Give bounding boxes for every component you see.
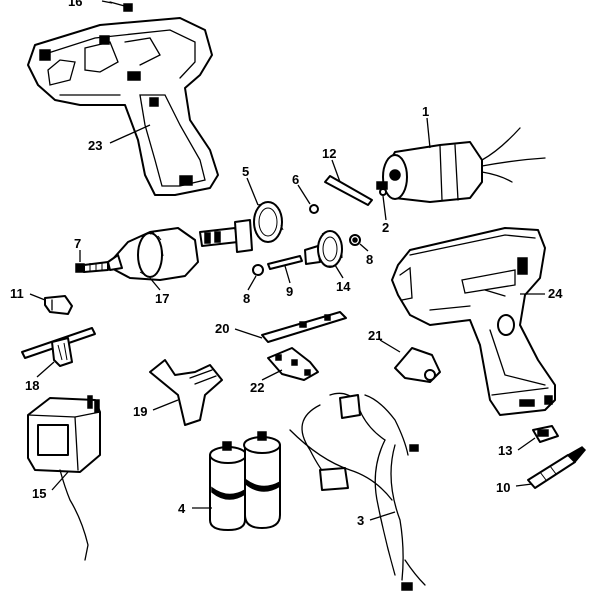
callout-1: 1 xyxy=(422,104,429,119)
part-5-gear-shaft xyxy=(199,201,284,253)
part-16-screw xyxy=(109,1,133,12)
callout-9: 9 xyxy=(286,284,293,299)
callout-19: 19 xyxy=(133,404,147,419)
callout-21: 21 xyxy=(368,328,382,343)
part-2-pin xyxy=(379,188,387,196)
part-13-clip xyxy=(532,425,559,443)
callout-8b: 8 xyxy=(366,252,373,267)
part-9-pin xyxy=(267,255,303,270)
callout-3: 3 xyxy=(357,513,364,528)
part-8b-bushing xyxy=(349,234,361,246)
part-1-motor xyxy=(376,127,546,203)
callout-24: 24 xyxy=(548,286,563,301)
part-17-chuck xyxy=(107,227,199,281)
callout-15: 15 xyxy=(32,486,46,501)
callout-7: 7 xyxy=(74,236,81,251)
part-18-chuck-key xyxy=(21,327,96,367)
callout-16: 16 xyxy=(68,0,82,9)
callout-14: 14 xyxy=(336,279,351,294)
part-20-bracket xyxy=(261,311,347,343)
part-4-battery-pack xyxy=(209,431,281,531)
callout-labels: 16 23 1 12 6 5 2 7 17 8 9 14 8 24 11 20 … xyxy=(10,0,563,528)
callout-10: 10 xyxy=(496,480,510,495)
part-8a-bushing xyxy=(252,264,264,276)
part-24-housing-right xyxy=(391,227,556,416)
callout-13: 13 xyxy=(498,443,512,458)
callout-11: 11 xyxy=(10,286,24,301)
callout-18: 18 xyxy=(25,378,39,393)
part-19-spring-bracket xyxy=(149,359,223,426)
callout-17: 17 xyxy=(155,291,169,306)
part-6-ball xyxy=(309,204,319,214)
part-10-bit xyxy=(527,446,587,489)
leader-lines xyxy=(29,0,545,521)
callout-2: 2 xyxy=(382,220,389,235)
part-21-actuator xyxy=(394,347,441,383)
callout-8a: 8 xyxy=(243,291,250,306)
part-14-gear xyxy=(304,230,343,268)
part-15-charger xyxy=(27,395,101,561)
part-11-clip xyxy=(44,295,73,315)
callout-22: 22 xyxy=(250,380,264,395)
callout-20: 20 xyxy=(215,321,229,336)
part-3-wiring-harness xyxy=(289,392,426,591)
callout-23: 23 xyxy=(88,138,102,153)
callout-6: 6 xyxy=(292,172,299,187)
part-12-rod xyxy=(324,175,373,206)
part-7-screw xyxy=(75,261,109,273)
part-23-housing-left xyxy=(27,17,219,196)
callout-4: 4 xyxy=(178,501,186,516)
callout-5: 5 xyxy=(242,164,249,179)
callout-12: 12 xyxy=(322,146,336,161)
part-22-switch xyxy=(267,347,319,381)
